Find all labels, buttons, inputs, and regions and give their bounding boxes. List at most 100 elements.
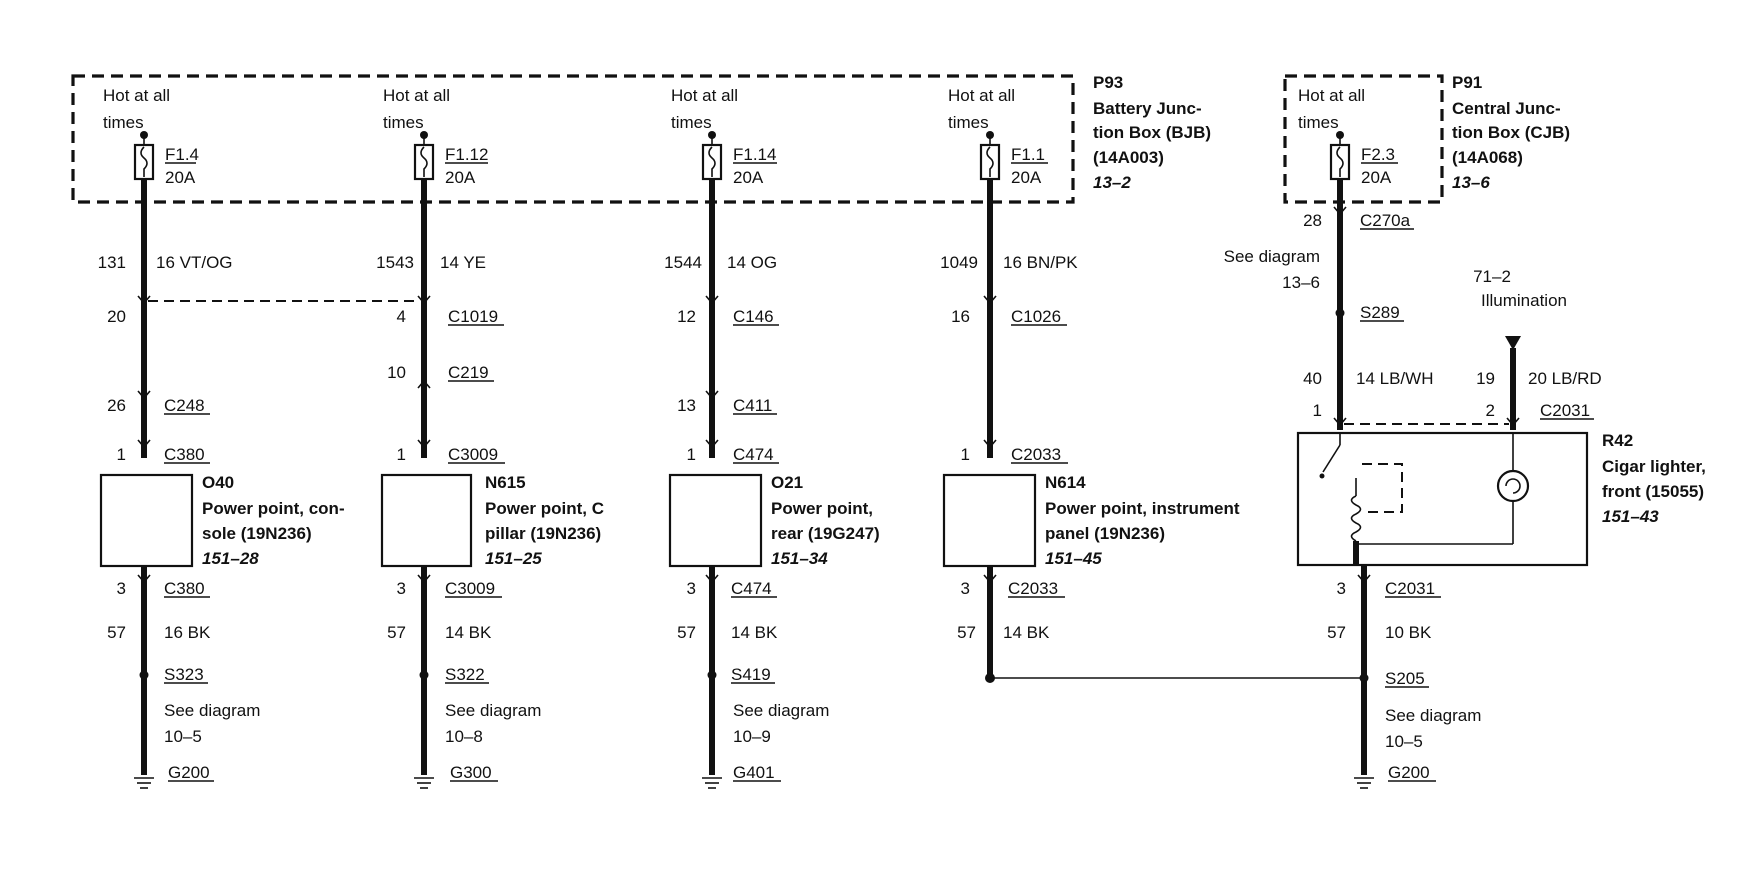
illumination-wire-spec: 20 LB/RD xyxy=(1528,369,1602,388)
splice-id: S322 xyxy=(445,665,485,684)
splice-dot xyxy=(139,670,149,680)
connector-chevron-icon xyxy=(137,390,151,400)
fuse-rating: 20A xyxy=(733,168,764,187)
bjb-ref: P93 xyxy=(1093,73,1123,92)
power-point-box xyxy=(668,473,763,568)
connector-pin: 2 xyxy=(1486,401,1495,420)
ground-icon xyxy=(1354,777,1374,789)
fuse-element-icon xyxy=(420,146,428,177)
device-diagram-ref: 151–45 xyxy=(1045,549,1102,568)
connector-id: C2033 xyxy=(1011,445,1061,464)
device-ref: O21 xyxy=(771,473,803,492)
connector-pin: 28 xyxy=(1303,211,1322,230)
circuit-cigar-lighter: Hot at all times F2.3 20A 28 C270a See d… xyxy=(1224,86,1706,789)
power-point-box xyxy=(942,473,1037,568)
see-diagram-label: See diagram xyxy=(1224,247,1320,266)
hot-label-line1: Hot at all xyxy=(671,86,738,105)
feed-wire-spec: 14 LB/WH xyxy=(1356,369,1433,388)
device-name-line2: front (15055) xyxy=(1602,482,1704,501)
hot-label-line2: times xyxy=(103,113,144,132)
fuse-element-icon xyxy=(708,146,716,177)
splice-dot xyxy=(419,670,429,680)
connector-chevron-icon xyxy=(705,439,719,449)
ground-wire-number: 57 xyxy=(1327,623,1346,642)
circuit-o40: Hot at all times F1.4 20A 131 16 VT/OG 2… xyxy=(98,86,345,789)
fuse-id: F1.1 xyxy=(1011,145,1045,164)
connector-id: C380 xyxy=(164,445,205,464)
connector-pin: 1 xyxy=(961,445,970,464)
hot-label-line1: Hot at all xyxy=(383,86,450,105)
see-diagram-ref: 10–5 xyxy=(1385,732,1423,751)
ground-icon xyxy=(702,777,722,789)
connector-chevron-icon xyxy=(137,295,151,305)
ground-id: G401 xyxy=(733,763,775,782)
illumination-label: Illumination xyxy=(1481,291,1567,310)
see-diagram-label: See diagram xyxy=(445,701,541,720)
connector-pin: 1 xyxy=(117,445,126,464)
connector-pin: 20 xyxy=(107,307,126,326)
fuse-id: F1.14 xyxy=(733,145,776,164)
ground-wire-spec: 14 BK xyxy=(445,623,492,642)
hot-label-line1: Hot at all xyxy=(1298,86,1365,105)
connector-id: C248 xyxy=(164,396,205,415)
connector-id: C2031 xyxy=(1540,401,1590,420)
central-junction-box-outline xyxy=(1283,74,1444,204)
connector-id: C146 xyxy=(733,307,774,326)
ground-connector-pin: 3 xyxy=(117,579,126,598)
device-name-line2: sole (19N236) xyxy=(202,524,312,543)
see-diagram-ref: 10–8 xyxy=(445,727,483,746)
connector-chevron-icon xyxy=(1506,417,1520,427)
wire-number: 1049 xyxy=(940,253,978,272)
cjb-ref: P91 xyxy=(1452,73,1482,92)
connector-id: C474 xyxy=(733,445,774,464)
splice-dot xyxy=(1335,308,1345,318)
connector-chevron-icon xyxy=(417,439,431,449)
connector-pin: 13 xyxy=(677,396,696,415)
connector-id: C219 xyxy=(448,363,489,382)
ground-connector-id: C3009 xyxy=(445,579,495,598)
fuse-rating: 20A xyxy=(1361,168,1392,187)
battery-junction-box-outline xyxy=(71,74,1075,204)
splice-dot xyxy=(707,670,717,680)
connector-chevron-icon xyxy=(983,439,997,449)
ground-wire-spec: 14 BK xyxy=(731,623,778,642)
splice-id: S289 xyxy=(1360,303,1400,322)
ground-icon xyxy=(414,777,434,789)
splice-id: S205 xyxy=(1385,669,1425,688)
connector-chevron-icon xyxy=(705,574,719,584)
wire-number: 131 xyxy=(98,253,126,272)
ground-connector-id: C380 xyxy=(164,579,205,598)
ground-wire-number: 57 xyxy=(957,623,976,642)
device-name-line1: Power point, C xyxy=(485,499,604,518)
connector-pin: 1 xyxy=(1313,401,1322,420)
connector-pin: 1 xyxy=(397,445,406,464)
splice-dot xyxy=(1359,673,1369,683)
see-diagram-label: See diagram xyxy=(1385,706,1481,725)
fuse-element-icon xyxy=(986,146,994,177)
connector-pin: 26 xyxy=(107,396,126,415)
fuse-id: F2.3 xyxy=(1361,145,1395,164)
device-name-line1: Power point, xyxy=(771,499,873,518)
wire-number: 1544 xyxy=(664,253,702,272)
cjb-name-line2: tion Box (CJB) xyxy=(1452,123,1570,142)
hot-label-line2: times xyxy=(671,113,712,132)
wire-spec: 14 OG xyxy=(727,253,777,272)
connector-id: C270a xyxy=(1360,211,1411,230)
connector-chevron-icon xyxy=(1333,417,1347,427)
connector-id: C3009 xyxy=(448,445,498,464)
ground-connector-id: C2031 xyxy=(1385,579,1435,598)
bjb-diagram-ref: 13–2 xyxy=(1093,173,1131,192)
fuse-rating: 20A xyxy=(165,168,196,187)
connector-chevron-icon xyxy=(1333,206,1347,216)
connector-chevron-icon xyxy=(417,379,431,389)
connector-chevron-icon xyxy=(705,390,719,400)
connector-chevron-icon xyxy=(705,295,719,305)
feed-wire-number: 40 xyxy=(1303,369,1322,388)
illumination-wire-number: 19 xyxy=(1476,369,1495,388)
ground-wire-number: 57 xyxy=(677,623,696,642)
power-point-box xyxy=(99,473,194,568)
ground-connector-pin: 3 xyxy=(1337,579,1346,598)
power-point-box xyxy=(380,473,473,568)
ground-wire-spec: 14 BK xyxy=(1003,623,1050,642)
ground-connector-pin: 3 xyxy=(397,579,406,598)
